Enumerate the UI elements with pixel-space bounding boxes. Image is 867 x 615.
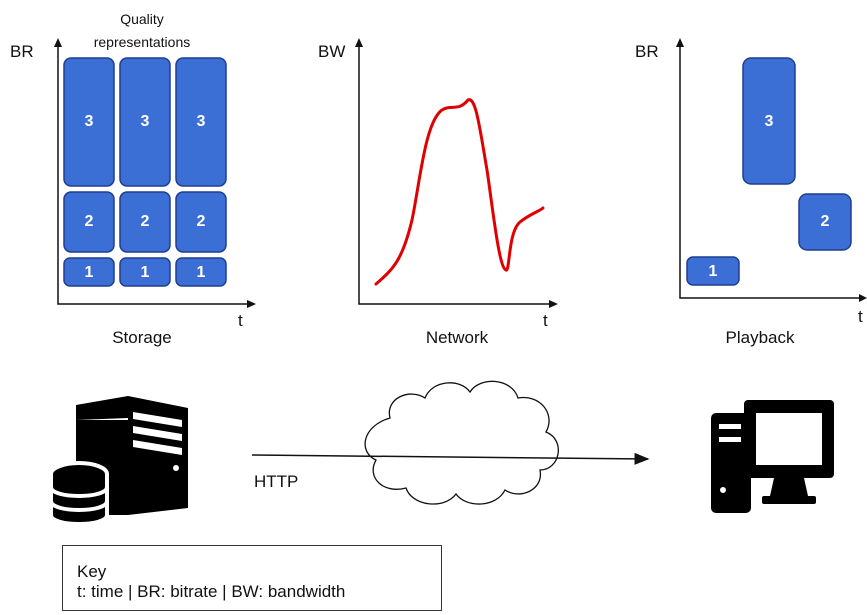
storage-block-3-a [63,57,115,187]
network-y-arrow [355,38,363,47]
storage-block-3-b [119,57,171,187]
playback-block-1 [686,256,740,286]
playback-block-2-label: 2 [821,213,830,230]
storage-block-1-b-label: 1 [141,264,150,281]
cloud-icon [364,380,559,505]
storage-block-1-a [63,257,115,287]
storage-block-2-b-label: 2 [141,213,150,230]
storage-block-1-a-label: 1 [85,264,94,281]
storage-block-2-a-label: 2 [85,213,94,230]
storage-block-1-c [175,257,227,287]
playback-y-axis-label: BR [635,42,659,61]
playback-x-axis-label: t [858,307,863,326]
storage-axes [57,44,250,305]
key-legend: Key t: time | BR: bitrate | BW: bandwidt… [62,545,442,611]
playback-block-3-label: 3 [765,113,774,130]
storage-header-line1: Quality [120,11,164,27]
key-title: Key [77,562,107,581]
playback-y-arrow [676,38,684,47]
storage-y-axis-label: BR [10,42,34,61]
bandwidth-curve [374,98,545,286]
playback-x-arrow [859,294,867,302]
storage-block-3-c-label: 3 [197,113,206,130]
storage-block-2-a [63,191,115,253]
network-panel: BW t Network [318,38,558,347]
storage-x-axis-label: t [238,311,243,330]
http-transfer-arrow [251,452,650,465]
storage-caption: Storage [112,328,172,347]
playback-block-1-label: 1 [709,263,718,280]
network-x-arrow [549,300,558,308]
playback-caption: Playback [726,328,795,347]
playback-block-3 [742,57,796,185]
playback-panel: BR t Playback 3 2 1 [635,38,867,347]
playback-axes [679,44,862,299]
key-text: t: time | BR: bitrate | BW: bandwidth [77,582,346,601]
storage-block-2-c-label: 2 [197,213,206,230]
playback-block-2 [798,193,852,251]
storage-block-3-b-label: 3 [141,113,150,130]
storage-x-arrow [247,300,256,308]
storage-block-1-b [119,257,171,287]
desktop-computer-icon [711,400,834,513]
storage-block-2-c [175,191,227,253]
storage-block-3-a-label: 3 [85,113,94,130]
storage-block-1-c-label: 1 [197,264,206,281]
network-x-axis-label: t [543,311,548,330]
network-y-axis-label: BW [318,42,345,61]
storage-block-2-b [119,191,171,253]
storage-y-arrow [54,38,62,47]
storage-block-3-c [175,57,227,187]
storage-panel: BR Quality representations t Storage 3 3… [10,11,256,347]
http-label: HTTP [254,472,298,491]
network-axes [358,44,552,305]
server-database-icon [49,396,188,526]
network-caption: Network [426,328,489,347]
storage-header-line2: representations [94,34,191,50]
